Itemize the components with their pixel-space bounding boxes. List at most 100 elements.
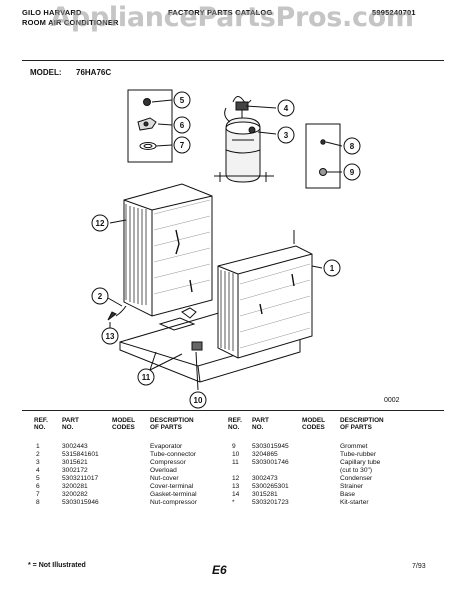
watermark: AppliancePartsPros.com — [50, 2, 414, 33]
callout-7-label: 7 — [180, 141, 185, 150]
callout-7: 7 — [173, 136, 191, 154]
parts-diagram: 5 6 7 4 3 8 9 12 1 2 13 11 10 — [91, 89, 361, 409]
grommet-parts-panel — [305, 123, 341, 189]
revision-date: 7/93 — [412, 563, 426, 570]
screw-part — [107, 311, 117, 321]
ref-header-right: REF.NO. — [228, 417, 242, 432]
callout-12-label: 12 — [96, 219, 105, 228]
table-row: 6 — [36, 483, 40, 490]
callout-11-label: 11 — [142, 373, 151, 382]
callout-2-label: 2 — [98, 292, 103, 301]
catalog-number: 5995240701 — [372, 8, 416, 17]
callout-12: 12 — [91, 214, 109, 232]
callout-13-label: 13 — [106, 332, 115, 341]
callout-5: 5 — [173, 91, 191, 109]
callout-10-label: 10 — [194, 396, 203, 405]
overload-part — [232, 96, 252, 118]
part-description: Cover-terminal — [150, 483, 194, 490]
table-row: * — [232, 499, 235, 506]
brand-line-2: ROOM AIR CONDITIONER — [22, 18, 119, 27]
part-description-continued: (cut to 30") — [340, 467, 373, 474]
part-description: Overload — [150, 467, 177, 474]
callout-11: 11 — [137, 368, 155, 386]
callout-6: 6 — [173, 116, 191, 134]
tube-connector-part — [115, 305, 127, 317]
callout-9: 9 — [343, 163, 361, 181]
part-number: 5303201723 — [252, 499, 289, 506]
table-row: 7 — [36, 491, 40, 498]
table-row: 11 — [232, 459, 239, 466]
part-description: Strainer — [340, 483, 364, 490]
part-number: 3002473 — [252, 475, 278, 482]
table-row: 9 — [232, 443, 236, 450]
table-row: 12 — [232, 475, 240, 482]
table-row: 10 — [232, 451, 240, 458]
part-number: 5303015946 — [62, 499, 99, 506]
part-description: Compressor — [150, 459, 186, 466]
part-description: Capillary tube — [340, 459, 381, 466]
callout-8-label: 8 — [350, 142, 355, 151]
header-rule — [22, 60, 444, 61]
condenser-part — [123, 183, 213, 317]
terminal-parts-panel — [127, 89, 173, 163]
part-number: 5303001746 — [252, 459, 289, 466]
part-number: 5303211017 — [62, 475, 99, 482]
table-row: 14 — [232, 491, 240, 498]
table-row: 5 — [36, 475, 40, 482]
callout-4-label: 4 — [284, 104, 289, 113]
page-number: E6 — [212, 563, 227, 577]
part-description: Gasket-terminal — [150, 491, 197, 498]
part-number: 5300265301 — [252, 483, 289, 490]
part-description: Kit-starter — [340, 499, 369, 506]
part-number: 3204865 — [252, 451, 278, 458]
brand-line-1: GILO HARVARD — [22, 8, 82, 17]
catalog-title: FACTORY PARTS CATALOG — [168, 8, 273, 17]
callout-9-label: 9 — [350, 168, 355, 177]
part-description: Grommet — [340, 443, 368, 450]
evaporator-part — [217, 230, 313, 359]
callout-5-label: 5 — [180, 96, 185, 105]
table-row: 4 — [36, 467, 40, 474]
part-number: 3015281 — [252, 491, 278, 498]
part-number: 3002443 — [62, 443, 88, 450]
part-number: 3200282 — [62, 491, 88, 498]
model-label: MODEL: — [30, 68, 62, 77]
part-description: Tube-connector — [150, 451, 196, 458]
part-number: 5303015945 — [252, 443, 289, 450]
part-description: Base — [340, 491, 356, 498]
model-number: 76HA76C — [76, 68, 112, 77]
table-row: 2 — [36, 451, 40, 458]
compressor-part — [214, 107, 274, 183]
callout-4: 4 — [277, 99, 295, 117]
part-description: Evaporator — [150, 443, 183, 450]
callout-3-label: 3 — [284, 131, 289, 140]
not-illustrated-note: * = Not Illustrated — [28, 562, 86, 569]
part-description: Nut-compressor — [150, 499, 197, 506]
callout-10: 10 — [189, 391, 207, 409]
callout-1: 1 — [323, 259, 341, 277]
part-description: Tube-rubber — [340, 451, 377, 458]
table-row: 13 — [232, 483, 240, 490]
part-description: Nut-cover — [150, 475, 179, 482]
callout-2: 2 — [91, 287, 109, 305]
callout-8: 8 — [343, 137, 361, 155]
part-description: Condenser — [340, 475, 373, 482]
part-number: 3015621 — [62, 459, 88, 466]
callout-6-label: 6 — [180, 121, 185, 130]
part-number: 3002172 — [62, 467, 88, 474]
table-rule — [22, 410, 444, 411]
part-number: 5315841601 — [62, 451, 99, 458]
callout-1-label: 1 — [330, 264, 335, 273]
ref-header: REF.NO. — [34, 417, 48, 432]
table-row: 8 — [36, 499, 40, 506]
part-number: 3200281 — [62, 483, 88, 490]
table-row: 3 — [36, 459, 40, 466]
table-row: 1 — [36, 443, 40, 450]
